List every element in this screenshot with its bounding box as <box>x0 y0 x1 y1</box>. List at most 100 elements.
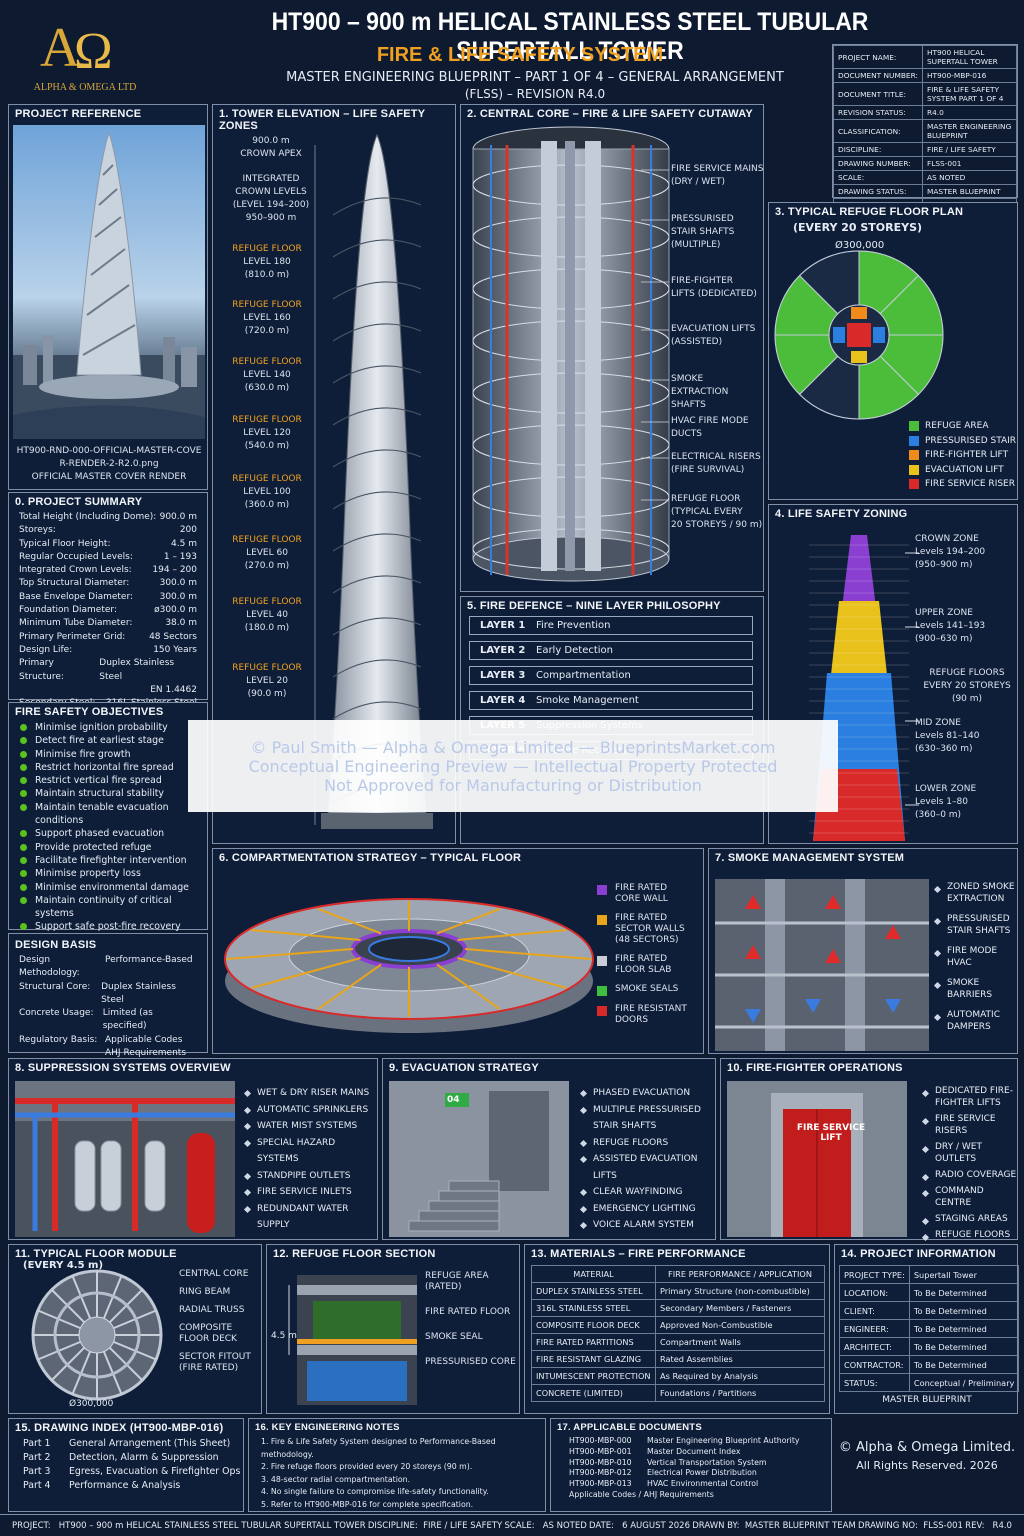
summary-row: Design Life:150 Years <box>9 644 207 657</box>
subtitle: FIRE & LIFE SAFETY SYSTEM <box>376 44 664 66</box>
legend-swatch <box>597 885 607 895</box>
doc-number: HT900-MBP-000 <box>569 1436 632 1445</box>
index-title: Egress, Evacuation & Firefighter Ops <box>69 1466 241 1477</box>
core-label-line: STAIR SHAFTS <box>671 227 735 237</box>
title-block-value: MASTER BLUEPRINT <box>921 184 1018 199</box>
summary-key: Integrated Crown Levels: <box>19 565 132 576</box>
suppression-drawing <box>15 1081 235 1237</box>
footer-item: REV: R4.0 <box>965 1520 1012 1531</box>
refuge-section-height: 4.5 m <box>271 1331 297 1341</box>
design-basis-row: Regulatory Basis:Applicable Codes <box>9 1034 207 1047</box>
layer-number: LAYER 3 <box>480 670 526 681</box>
engineering-note: 1. Fire & Life Safety System designed to… <box>261 1437 496 1459</box>
legend-line: CORE WALL <box>615 894 668 904</box>
legend-item: FIRE-FIGHTER LIFT <box>909 448 1016 463</box>
summary-key: Primary Perimeter Grid: <box>19 631 126 642</box>
fire-service-lift-door-text: FIRE SERVICE LIFT <box>796 1123 866 1143</box>
smoke-system-drawing <box>715 879 929 1051</box>
evacuation-level-sign: 04 <box>447 1095 460 1105</box>
legend-line: SECTOR WALLS <box>615 924 685 934</box>
evacuation-panel: 9. EVACUATION STRATEGY 04 PHASED EVACUAT… <box>382 1058 716 1240</box>
material-name: CONCRETE (LIMITED) <box>531 1384 656 1402</box>
refuge-label-line: LEVEL 20 <box>246 676 288 686</box>
evacuation-item: EMERGENCY LIGHTING <box>575 1201 715 1218</box>
sector-wall <box>457 929 567 941</box>
refuge-section-panel: 12. REFUGE FLOOR SECTION 4.5 m REFUGE AR… <box>266 1244 520 1414</box>
core-label-line: (FIRE SURVIVAL) <box>671 465 745 475</box>
objective-item: Restrict vertical fire spread <box>9 774 207 787</box>
index-heading: 15. DRAWING INDEX (HT900-MBP-016) <box>15 1422 224 1434</box>
engineering-note: 5. Refer to HT900-MBP-016 for complete s… <box>261 1499 474 1509</box>
title-block-value: HT900-MBP-016 <box>921 68 1018 83</box>
refuge-label-line: LEVEL 100 <box>243 487 291 497</box>
defence-layer: LAYER 3 Compartmentation <box>469 666 753 685</box>
legend-swatch <box>909 479 919 490</box>
core-label-line: FIRE SERVICE MAINS <box>671 164 764 174</box>
legend-item: FIRE SERVICE RISER <box>909 477 1016 492</box>
design-basis-key: Design Methodology: <box>19 955 80 979</box>
module-label: RADIAL TRUSS <box>179 1305 245 1315</box>
copyright-line-2: All Rights Reserved. 2026 <box>856 1459 998 1472</box>
zone-label-line: CROWN ZONE <box>915 534 979 544</box>
title-block-key: SCALE: <box>833 170 923 185</box>
summary-row: Typical Floor Height:4.5 m <box>9 538 207 551</box>
layer-name: Fire Prevention <box>536 620 611 631</box>
zone-label-line: (950–900 m) <box>915 560 973 570</box>
refuge-label-line: LEVEL 160 <box>243 313 291 323</box>
engineering-note: 4. No single failure to compromise life-… <box>261 1487 489 1497</box>
title-block-row: CLASSIFICATION:MASTER ENGINEERING BLUEPR… <box>833 119 1018 143</box>
objectives-heading: FIRE SAFETY OBJECTIVES <box>15 706 164 718</box>
summary-row: EN 1.4462 <box>9 684 207 697</box>
helix-band <box>332 407 422 426</box>
info-row: CONTRACTOR:To Be Determined <box>839 1355 1020 1374</box>
watermark-line-2: Conceptual Engineering Preview — Intelle… <box>248 756 778 776</box>
legend-label: FIRE-FIGHTER LIFT <box>925 450 1009 460</box>
blueprint-line-2: (FLSS) – REVISION R4.0 <box>464 87 606 101</box>
suppression-item: AUTOMATIC SPRINKLERS <box>239 1102 377 1119</box>
refuge-label-line: (630.0 m) <box>244 383 290 393</box>
helix-band <box>332 239 422 258</box>
zoning-heading: 4. LIFE SAFETY ZONING <box>775 508 908 520</box>
company-logo: A Ω ALPHA & OMEGA LTD <box>20 8 150 93</box>
summary-value: 200 <box>179 525 197 536</box>
zone-label-line: Levels 141–193 <box>915 621 986 631</box>
material-performance: Approved Non-Combustible <box>655 1316 825 1334</box>
title-block-key: DRAWING STATUS: <box>833 184 923 199</box>
project-summary-panel: 0. PROJECT SUMMARY Total Height (Includi… <box>8 492 208 708</box>
material-name: DUPLEX STAINLESS STEEL <box>531 1282 656 1300</box>
design-basis-row: AHJ Requirements <box>9 1047 207 1060</box>
summary-value: 150 Years <box>153 644 197 655</box>
evacuation-item: PHASED EVACUATION <box>575 1085 715 1102</box>
zone-label-line: LOWER ZONE <box>915 784 977 794</box>
summary-row: Foundation Diameter:ø300.0 m <box>9 604 207 617</box>
core-label: EVACUATION LIFTS(ASSISTED) <box>671 323 765 349</box>
title-block-key: CLASSIFICATION: <box>833 119 923 143</box>
refuge-label-line: REFUGE FLOOR <box>232 244 302 254</box>
project-summary-heading: 0. PROJECT SUMMARY <box>15 496 143 508</box>
core-label: ELECTRICAL RISERS(FIRE SURVIVAL) <box>671 451 765 477</box>
smoke-management-panel: 7. SMOKE MANAGEMENT SYSTEM ZONED SMOKE E… <box>708 848 1018 1054</box>
legend-item: EVACUATION LIFT <box>909 463 1016 478</box>
title-block-key: DISCIPLINE: <box>833 142 923 157</box>
layer-name: Compartmentation <box>536 670 631 681</box>
title-block-row: SCALE:AS NOTED <box>833 170 1018 185</box>
doc-title: Vertical Transportation System <box>647 1457 767 1467</box>
summary-value: ø300.0 m <box>154 605 197 616</box>
footer-item: DATE: 6 AUGUST 2026 <box>589 1520 690 1531</box>
index-part: Part 4 <box>23 1480 51 1491</box>
helix-band <box>332 365 422 384</box>
